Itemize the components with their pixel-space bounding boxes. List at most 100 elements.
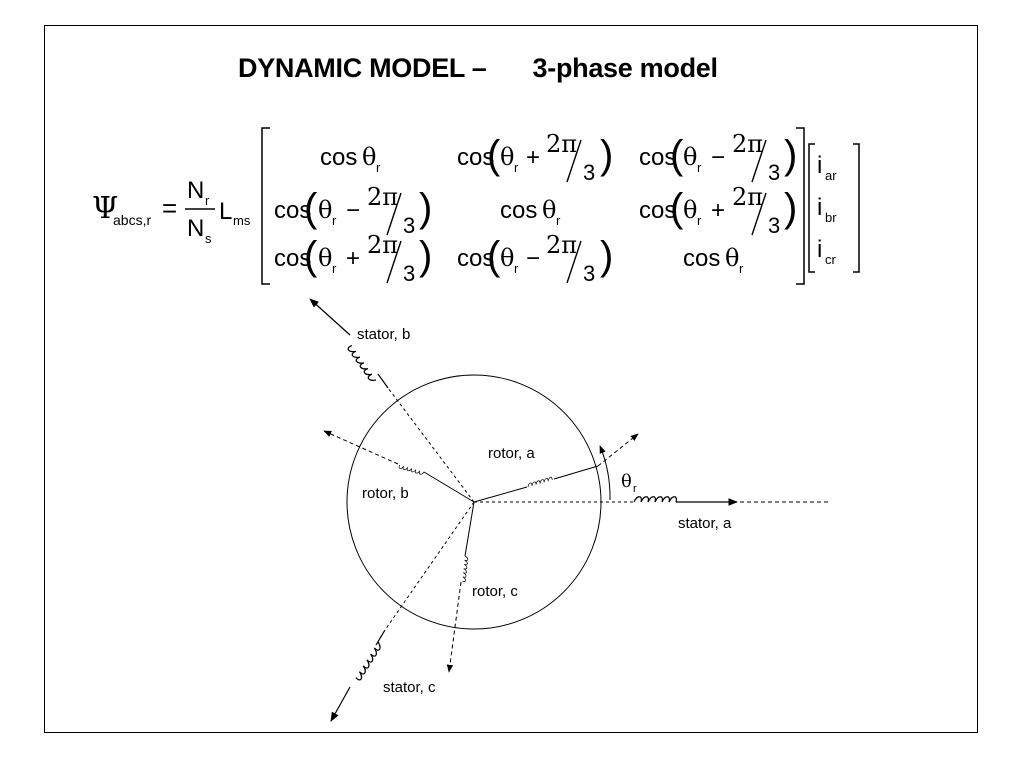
svg-text:): ) xyxy=(419,234,432,278)
svg-text:(: ( xyxy=(304,234,318,278)
svg-text:+: + xyxy=(711,197,725,224)
ratio-denominator-sub: s xyxy=(205,231,212,246)
label-stator-b: stator, b xyxy=(357,326,410,343)
stator-a-coil-icon xyxy=(633,496,677,503)
svg-text:cos: cos xyxy=(639,197,676,224)
cell-3-2: cos ( θ r − 2π 3 ) xyxy=(457,231,613,286)
theta-angle-arc xyxy=(599,445,611,501)
label-theta: θ xyxy=(621,471,632,492)
svg-text:3: 3 xyxy=(768,213,780,238)
current-vector: i ar i br i cr xyxy=(808,143,860,273)
label-stator-c: stator, c xyxy=(383,679,436,696)
svg-text:3: 3 xyxy=(583,160,595,185)
matrix-row-2: cos ( θ r − 2π 3 ) cos θ r cos ( θ r + xyxy=(274,183,797,238)
vector-right-bracket xyxy=(853,143,860,273)
stator-a-axis xyxy=(474,496,830,506)
cell-1-1: cos θ r xyxy=(320,143,381,175)
cell-1-3: cos ( θ r − 2π 3 ) xyxy=(639,130,797,185)
svg-text:(: ( xyxy=(487,133,501,177)
label-rotor-b: rotor, b xyxy=(362,485,409,502)
ratio-numerator-sub: r xyxy=(205,193,210,208)
rotor-b-axis xyxy=(323,430,475,503)
stator-b-coil-icon xyxy=(346,344,377,384)
svg-text:): ) xyxy=(784,133,797,177)
svg-text:θ: θ xyxy=(362,143,376,171)
svg-text:θ: θ xyxy=(318,196,332,224)
svg-text:θ: θ xyxy=(500,143,514,171)
stator-c-coil-icon xyxy=(354,641,384,682)
svg-text:r: r xyxy=(697,213,702,228)
svg-text:2π: 2π xyxy=(732,183,763,211)
current-a-sub: ar xyxy=(825,168,837,183)
svg-text:3: 3 xyxy=(583,261,595,286)
svg-text:3: 3 xyxy=(403,213,415,238)
svg-text:r: r xyxy=(514,261,519,276)
label-rotor-c: rotor, c xyxy=(472,583,518,600)
svg-text:r: r xyxy=(739,261,744,276)
svg-text:cos: cos xyxy=(457,245,494,272)
cell-3-1: cos ( θ r + 2π 3 ) xyxy=(274,231,432,286)
diagram-labels: stator, b rotor, a rotor, b stator, a ro… xyxy=(357,326,732,696)
svg-text:θ: θ xyxy=(725,244,739,272)
svg-text:+: + xyxy=(526,144,540,171)
rotor-c-coil-icon xyxy=(461,555,469,582)
svg-text:θ: θ xyxy=(683,143,697,171)
svg-text:2π: 2π xyxy=(367,231,398,259)
matrix-right-bracket xyxy=(796,127,805,285)
cell-1-2: cos ( θ r + 2π 3 ) xyxy=(457,130,613,185)
vector-left-bracket xyxy=(808,143,815,273)
svg-text:−: − xyxy=(711,144,725,171)
current-a: i xyxy=(817,152,822,179)
label-stator-a: stator, a xyxy=(678,515,732,532)
svg-text:): ) xyxy=(784,186,797,230)
psi-symbol: Ψ xyxy=(92,191,118,226)
flux-linkage-equation: Ψ abcs,r = N r N s L ms cos θ r cos ( θ xyxy=(92,127,860,286)
svg-text:2π: 2π xyxy=(546,130,577,158)
turns-ratio: N r N s xyxy=(185,177,215,246)
cell-2-1: cos ( θ r − 2π 3 ) xyxy=(274,183,432,238)
svg-text:(: ( xyxy=(670,186,684,230)
svg-text:2π: 2π xyxy=(732,130,763,158)
svg-text:θ: θ xyxy=(683,196,697,224)
svg-text:cos: cos xyxy=(639,144,676,171)
svg-text:−: − xyxy=(526,245,540,272)
cell-2-2: cos θ r xyxy=(500,196,561,228)
stator-c-axis xyxy=(330,501,475,722)
cell-2-3: cos ( θ r + 2π 3 ) xyxy=(639,183,797,238)
svg-text:cos: cos xyxy=(683,245,720,272)
rotor-a-arrow xyxy=(597,433,639,467)
svg-text:r: r xyxy=(332,213,337,228)
svg-text:θ: θ xyxy=(542,196,556,224)
svg-text:cos: cos xyxy=(274,197,311,224)
svg-text:): ) xyxy=(600,133,613,177)
rotor-b-arrow xyxy=(323,430,399,465)
label-theta-sub: r xyxy=(633,483,637,495)
current-c-sub: cr xyxy=(825,252,837,267)
svg-text:cos: cos xyxy=(274,245,311,272)
svg-text:θ: θ xyxy=(318,244,332,272)
title-part-2: 3-phase model xyxy=(532,53,718,83)
rotor-c-axis xyxy=(446,501,475,673)
ratio-numerator: N xyxy=(187,177,204,204)
slide-title: DYNAMIC MODEL –3-phase model xyxy=(238,53,718,84)
ratio-denominator: N xyxy=(187,215,204,242)
stator-c-arrow xyxy=(330,686,351,722)
slide-frame xyxy=(44,25,978,733)
svg-text:2π: 2π xyxy=(367,183,398,211)
rotor-a-coil-icon xyxy=(526,476,553,488)
matrix-left-bracket xyxy=(261,127,270,285)
stator-b-axis xyxy=(309,298,475,503)
svg-text:cos: cos xyxy=(320,144,357,171)
matrix-row-3: cos ( θ r + 2π 3 ) cos ( θ r − 2π 3 ) xyxy=(274,231,744,286)
matrix-row-1: cos θ r cos ( θ r + 2π 3 ) cos ( θ r − xyxy=(320,130,797,185)
svg-text:cos: cos xyxy=(457,144,494,171)
svg-text:−: − xyxy=(346,197,360,224)
svg-text:(: ( xyxy=(304,186,318,230)
current-b: i xyxy=(817,194,822,221)
svg-text:2π: 2π xyxy=(546,231,577,259)
svg-text:3: 3 xyxy=(403,261,415,286)
phase-diagram xyxy=(309,298,830,722)
inductance-symbol: L xyxy=(219,198,232,225)
label-rotor-a: rotor, a xyxy=(488,445,535,462)
